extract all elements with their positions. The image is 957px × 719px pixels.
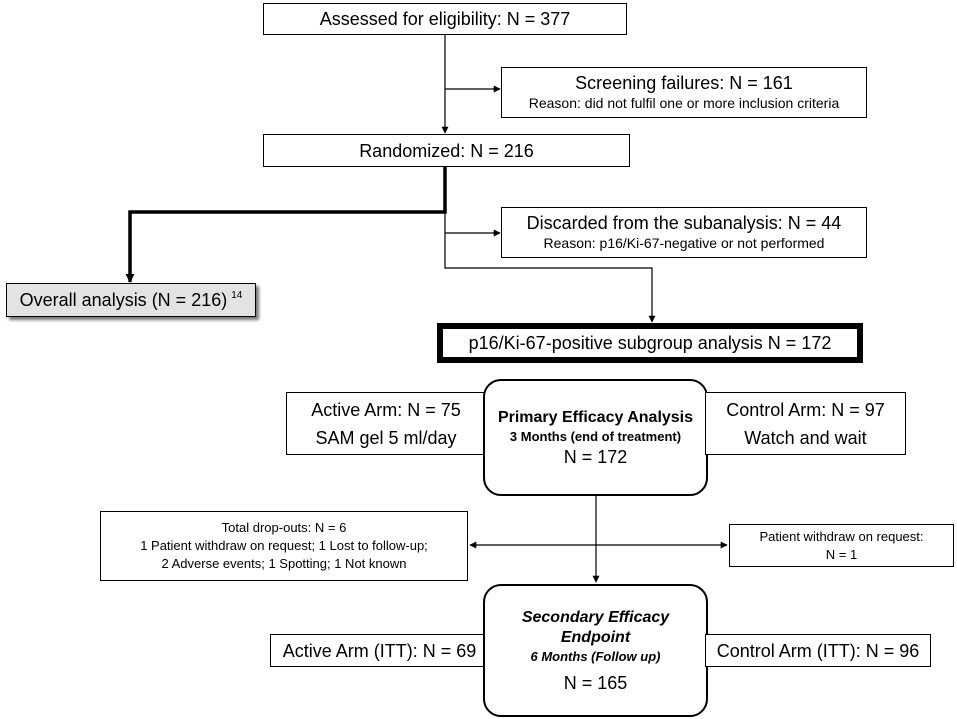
secondary-subtitle: 6 Months (Follow up): [530, 648, 661, 664]
primary-title: Primary Efficacy Analysis: [497, 408, 694, 426]
control-arm-treatment: Watch and wait: [744, 427, 867, 448]
active-arm-n: Active Arm: N = 75: [311, 399, 461, 420]
dropouts-detail-2: 2 Adverse events; 1 Spotting; 1 Not know…: [161, 556, 407, 571]
primary-n: N = 172: [563, 446, 628, 467]
screening-reason: Reason: did not fulfil one or more inclu…: [528, 95, 840, 111]
active-itt-text: Active Arm (ITT): N = 69: [282, 640, 477, 661]
dropouts-detail-1: 1 Patient withdraw on request; 1 Lost to…: [140, 538, 428, 553]
control-withdraw-box: Patient withdraw on request: N = 1: [729, 524, 954, 567]
subgroup-text: p16/Ki-67-positive subgroup analysis N =…: [468, 333, 832, 353]
secondary-efficacy-box: Secondary Efficacy Endpoint 6 Months (Fo…: [483, 584, 708, 717]
control-itt-text: Control Arm (ITT): N = 96: [716, 640, 920, 661]
primary-efficacy-box: Primary Efficacy Analysis 3 Months (end …: [483, 379, 708, 496]
discarded-title: Discarded from the subanalysis: N = 44: [526, 213, 842, 233]
control-arm-box: Control Arm: N = 97 Watch and wait: [705, 392, 906, 455]
control-itt-box: Control Arm (ITT): N = 96: [705, 634, 931, 667]
screening-failures-box: Screening failures: N = 161 Reason: did …: [501, 67, 867, 118]
secondary-title-1: Secondary Efficacy: [521, 608, 670, 626]
control-arm-n: Control Arm: N = 97: [726, 399, 885, 420]
primary-subtitle: 3 Months (end of treatment): [509, 428, 682, 444]
overall-ref: 14: [231, 290, 243, 301]
thick-connector-overall: [125, 167, 447, 283]
arrow-to-subgroup: [444, 212, 656, 323]
withdraw-label: Patient withdraw on request:: [759, 528, 924, 544]
active-arm-treatment: SAM gel 5 ml/day: [315, 427, 457, 448]
overall-label: Overall analysis (N = 216): [19, 290, 228, 310]
subgroup-box: p16/Ki-67-positive subgroup analysis N =…: [437, 323, 863, 363]
total-dropouts-box: Total drop-outs: N = 6 1 Patient withdra…: [100, 511, 468, 581]
dropouts-total: Total drop-outs: N = 6: [221, 520, 347, 535]
discarded-reason: Reason: p16/Ki-67-negative or not perfor…: [543, 235, 825, 251]
secondary-n: N = 165: [563, 672, 628, 693]
randomized-text: Randomized: N = 216: [359, 140, 534, 161]
active-itt-box: Active Arm (ITT): N = 69: [270, 634, 489, 667]
active-arm-box: Active Arm: N = 75 SAM gel 5 ml/day: [286, 392, 486, 455]
overall-analysis-box: Overall analysis (N = 216)14: [6, 283, 256, 317]
randomized-box: Randomized: N = 216: [263, 134, 630, 167]
assessed-box: Assessed for eligibility: N = 377: [263, 3, 627, 35]
secondary-title-2: Endpoint: [560, 628, 631, 646]
withdraw-n: N = 1: [825, 546, 858, 562]
screening-title: Screening failures: N = 161: [575, 73, 793, 93]
discarded-box: Discarded from the subanalysis: N = 44 R…: [501, 207, 867, 258]
assessed-text: Assessed for eligibility: N = 377: [319, 9, 571, 29]
